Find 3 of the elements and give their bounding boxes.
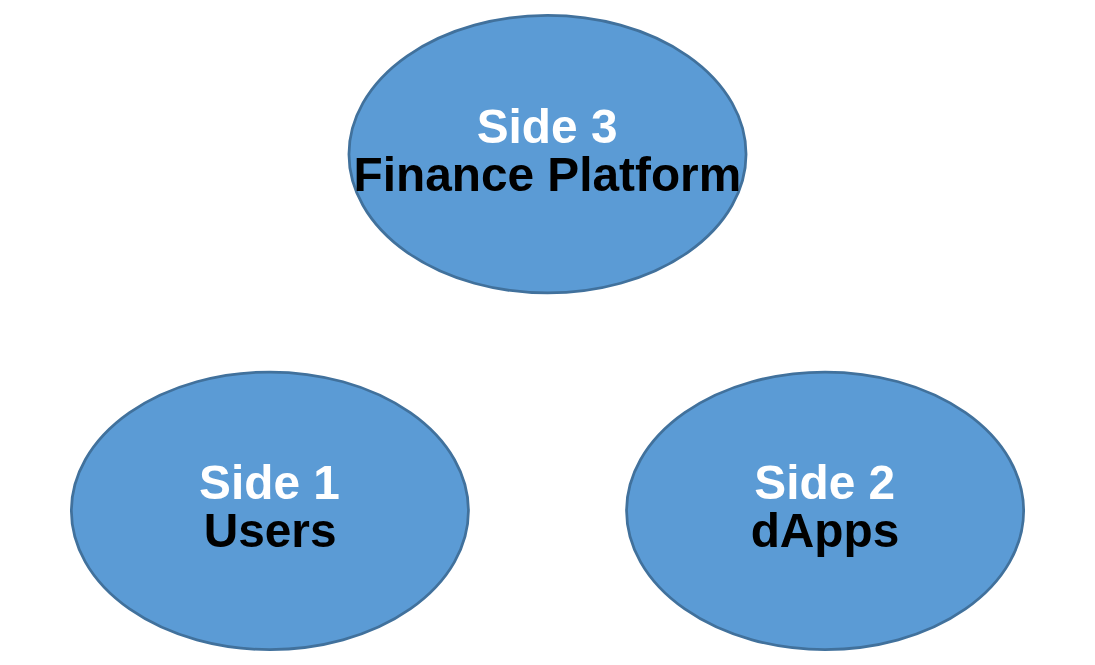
node-ellipse: Side 1 Users	[69, 370, 470, 651]
node-ellipse: Side 3 Finance Platform	[347, 14, 748, 295]
node-ellipse: Side 2 dApps	[625, 370, 1026, 651]
